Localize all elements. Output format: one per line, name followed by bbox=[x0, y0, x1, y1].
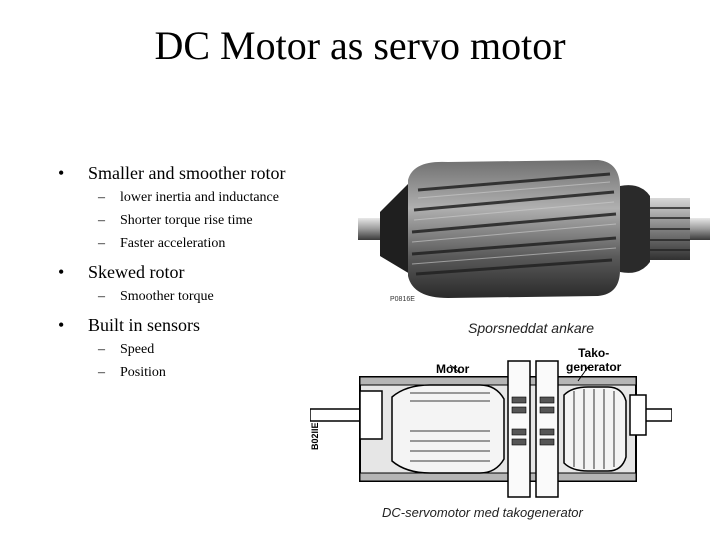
sub-bullet-item: –Speed bbox=[58, 338, 358, 361]
bearing-left bbox=[359, 390, 383, 440]
diagram-label-tacho-line2: generator bbox=[566, 360, 622, 374]
sub-bullet-text: Smoother torque bbox=[120, 289, 214, 304]
sub-bullet-text: lower inertia and inductance bbox=[120, 190, 279, 205]
bullet-list: •Smaller and smoother rotor –lower inert… bbox=[58, 160, 358, 384]
winding-end-left bbox=[380, 182, 410, 274]
diagram-caption: DC-servomotor med takogenerator bbox=[382, 505, 583, 520]
dash-glyph: – bbox=[98, 289, 105, 304]
skewed-slots bbox=[411, 172, 617, 276]
diagram-label-motor: Motor bbox=[436, 362, 470, 376]
slide-title: DC Motor as servo motor bbox=[154, 23, 566, 68]
dash-glyph: – bbox=[98, 342, 105, 357]
bullet-item: • Skewed rotor bbox=[58, 259, 358, 285]
sub-bullet-item: –Position bbox=[58, 361, 358, 384]
bullet-glyph: • bbox=[58, 315, 65, 335]
sub-bullet-item: –Faster acceleration bbox=[58, 232, 358, 255]
bullet-glyph: • bbox=[58, 163, 65, 183]
sub-bullet-text: Shorter torque rise time bbox=[120, 213, 253, 228]
bullet-glyph: • bbox=[58, 262, 65, 282]
sub-bullet-item: –lower inertia and inductance bbox=[58, 186, 358, 209]
dash-glyph: – bbox=[98, 365, 105, 380]
diagram-side-code: B02IIE bbox=[310, 422, 320, 450]
dash-glyph: – bbox=[98, 213, 105, 228]
sub-bullet-item: –Smoother torque bbox=[58, 285, 358, 308]
sub-bullet-item: –Shorter torque rise time bbox=[58, 209, 358, 232]
dash-glyph: – bbox=[98, 236, 105, 251]
diagram-label-tacho: Tako- generator bbox=[566, 346, 621, 374]
servomotor-diagram bbox=[310, 360, 672, 498]
bullet-item: • Built in sensors bbox=[58, 312, 358, 338]
photo-caption: Sporsneddat ankare bbox=[468, 320, 595, 336]
diagram-label-tacho-line1: Tako- bbox=[578, 346, 610, 360]
winding-end-right bbox=[620, 185, 650, 273]
rotor-photo bbox=[358, 160, 710, 298]
bullet-text: Built in sensors bbox=[88, 315, 201, 335]
photo-code: P0816E bbox=[390, 296, 415, 303]
bullet-item: • Smaller and smoother rotor bbox=[58, 160, 358, 186]
motor-armature bbox=[391, 384, 505, 474]
bullet-text: Smaller and smoother rotor bbox=[88, 163, 286, 183]
bullet-text: Skewed rotor bbox=[88, 262, 185, 282]
bearing-right bbox=[629, 394, 647, 436]
dash-glyph: – bbox=[98, 190, 105, 205]
sub-bullet-text: Speed bbox=[120, 342, 155, 357]
sub-bullet-text: Position bbox=[120, 365, 166, 380]
sub-bullet-text: Faster acceleration bbox=[120, 236, 226, 251]
tacho-armature bbox=[563, 386, 627, 472]
